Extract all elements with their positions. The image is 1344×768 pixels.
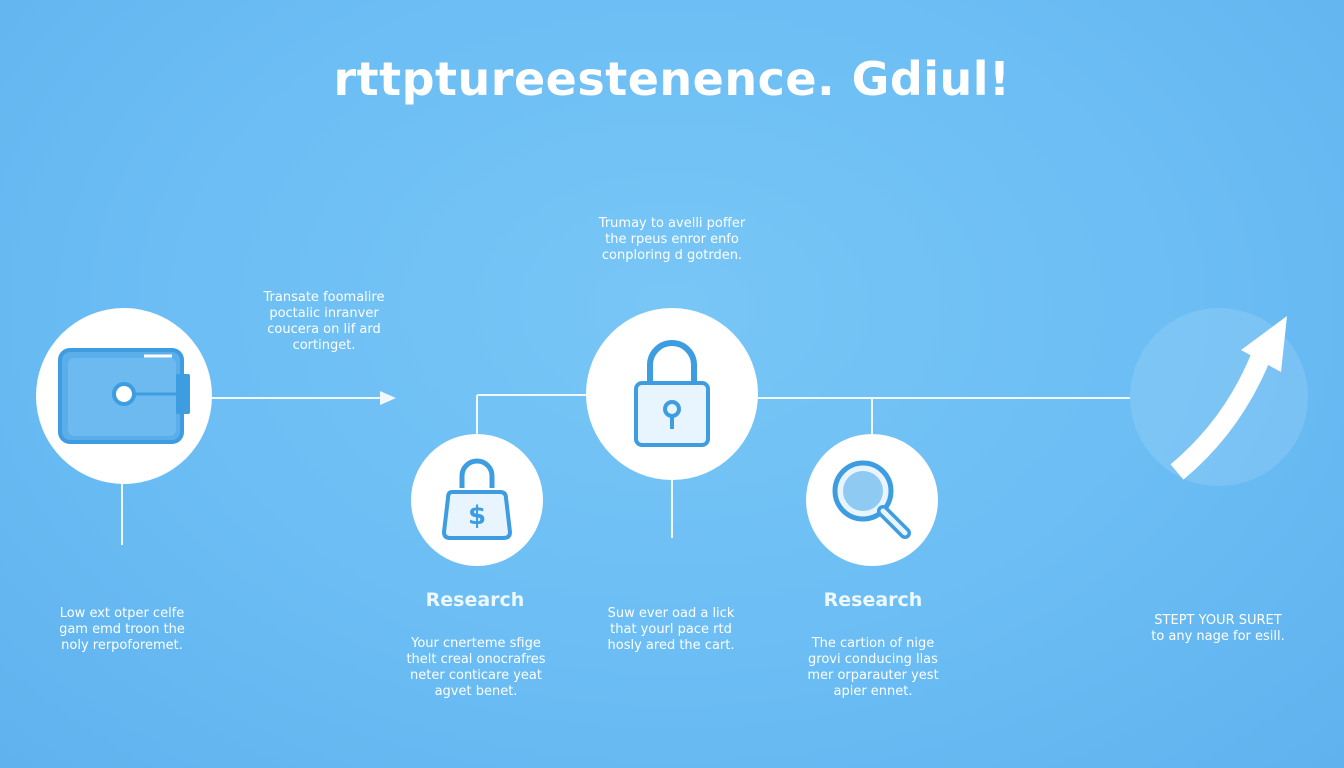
magnifier-icon [832,460,911,539]
padlock-node [586,308,758,480]
svg-text:$: $ [468,501,486,531]
moneybag-heading: Research [425,589,525,611]
connector-arrowhead [380,391,396,405]
padlock-icon [634,340,710,447]
wallet-node [36,308,212,484]
search-heading: Research [823,589,923,611]
money-bag-icon: $ [442,458,512,540]
growth-arrow-node [1130,308,1308,486]
money-bag-node: $ [411,434,543,566]
wallet-icon [58,348,190,444]
diagram-title: rttptureestenence. Gdiul! [333,52,1011,106]
growth-arrow-icon [1170,316,1287,480]
magnifier-node [806,434,938,566]
